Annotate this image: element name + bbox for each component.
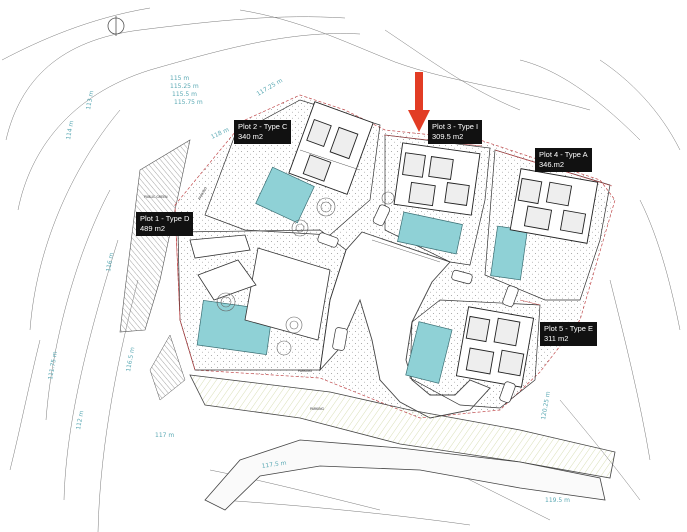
parked-cars <box>317 204 519 403</box>
plot-2-title: Plot 2 - Type C <box>238 122 288 131</box>
small-annotation: PARKING <box>310 407 325 411</box>
contour-label: 116.5 m <box>125 346 136 372</box>
plot-5-area: 311 m2 <box>544 334 569 343</box>
access-road <box>189 374 616 479</box>
contour-label: 115 m <box>170 75 189 82</box>
pools <box>196 166 528 384</box>
access-road-lower <box>204 439 606 511</box>
plot-4-title: Plot 4 - Type A <box>539 150 588 159</box>
trees <box>216 191 395 356</box>
house-plans <box>288 101 599 388</box>
plot-1-title: Plot 1 - Type D <box>140 214 190 223</box>
contour-label: 117.25 m <box>256 77 285 98</box>
small-annotations: PUBLIC GREEN PARKING PARKING PARKING <box>144 186 325 411</box>
contour-label: 115.25 m <box>170 83 199 90</box>
plot-5-label: Plot 5 - Type E 311 m2 <box>540 322 598 346</box>
contour-label: 117 m <box>155 432 174 439</box>
internal-road <box>319 231 491 419</box>
plot-1-area: 489 m2 <box>140 224 166 233</box>
plot-2-label: Plot 2 - Type C 340 m2 <box>234 120 292 144</box>
plot-5-title: Plot 5 - Type E <box>544 324 594 333</box>
highlight-arrow-icon <box>408 72 430 132</box>
plot-2-area: 340 m2 <box>238 132 264 141</box>
pool-plot-4 <box>490 225 528 281</box>
plot-4-label: Plot 4 - Type A 346.m2 <box>535 148 592 172</box>
plot-3-label: Plot 3 - Type I 309.5 m2 <box>428 120 483 144</box>
pool-plot-5 <box>405 321 453 384</box>
small-annotation: PUBLIC GREEN <box>144 195 168 199</box>
terrain-contours <box>1 7 681 532</box>
contour-label: 115.75 m <box>174 99 203 106</box>
contour-label: 118 m <box>210 126 231 141</box>
pool-plot-3 <box>397 211 463 255</box>
house-plot-2 <box>288 101 374 195</box>
contour-label: 115.5 m <box>172 91 197 98</box>
contour-label: 117.5 m <box>261 460 287 470</box>
plot-4-area: 346.m2 <box>539 160 565 169</box>
contour-label: 120.25 m <box>540 391 552 421</box>
small-annotation: PARKING <box>298 369 313 373</box>
plot-3-title: Plot 3 - Type I <box>432 122 479 131</box>
contour-label: 111.75 m <box>47 351 59 381</box>
contour-label: 116 m <box>105 252 115 272</box>
slope-band-lower <box>149 334 186 401</box>
contour-label: 114 m <box>65 120 75 140</box>
contour-label: 112 m <box>75 410 85 430</box>
small-annotation: PARKING <box>197 186 208 201</box>
contour-label: 113 m <box>85 90 95 110</box>
house-plot-4 <box>509 168 599 244</box>
plot-1-label: Plot 1 - Type D 489 m2 <box>136 212 194 236</box>
plot-3-area: 309.5 m2 <box>432 132 464 141</box>
house-plot-5 <box>455 306 535 388</box>
contour-label: 119.5 m <box>545 497 570 504</box>
north-marker-icon <box>107 16 125 36</box>
slope-band <box>119 139 191 333</box>
plot-1-structure <box>189 234 331 341</box>
pool-plot-2 <box>255 166 315 224</box>
house-plot-3 <box>393 142 481 216</box>
